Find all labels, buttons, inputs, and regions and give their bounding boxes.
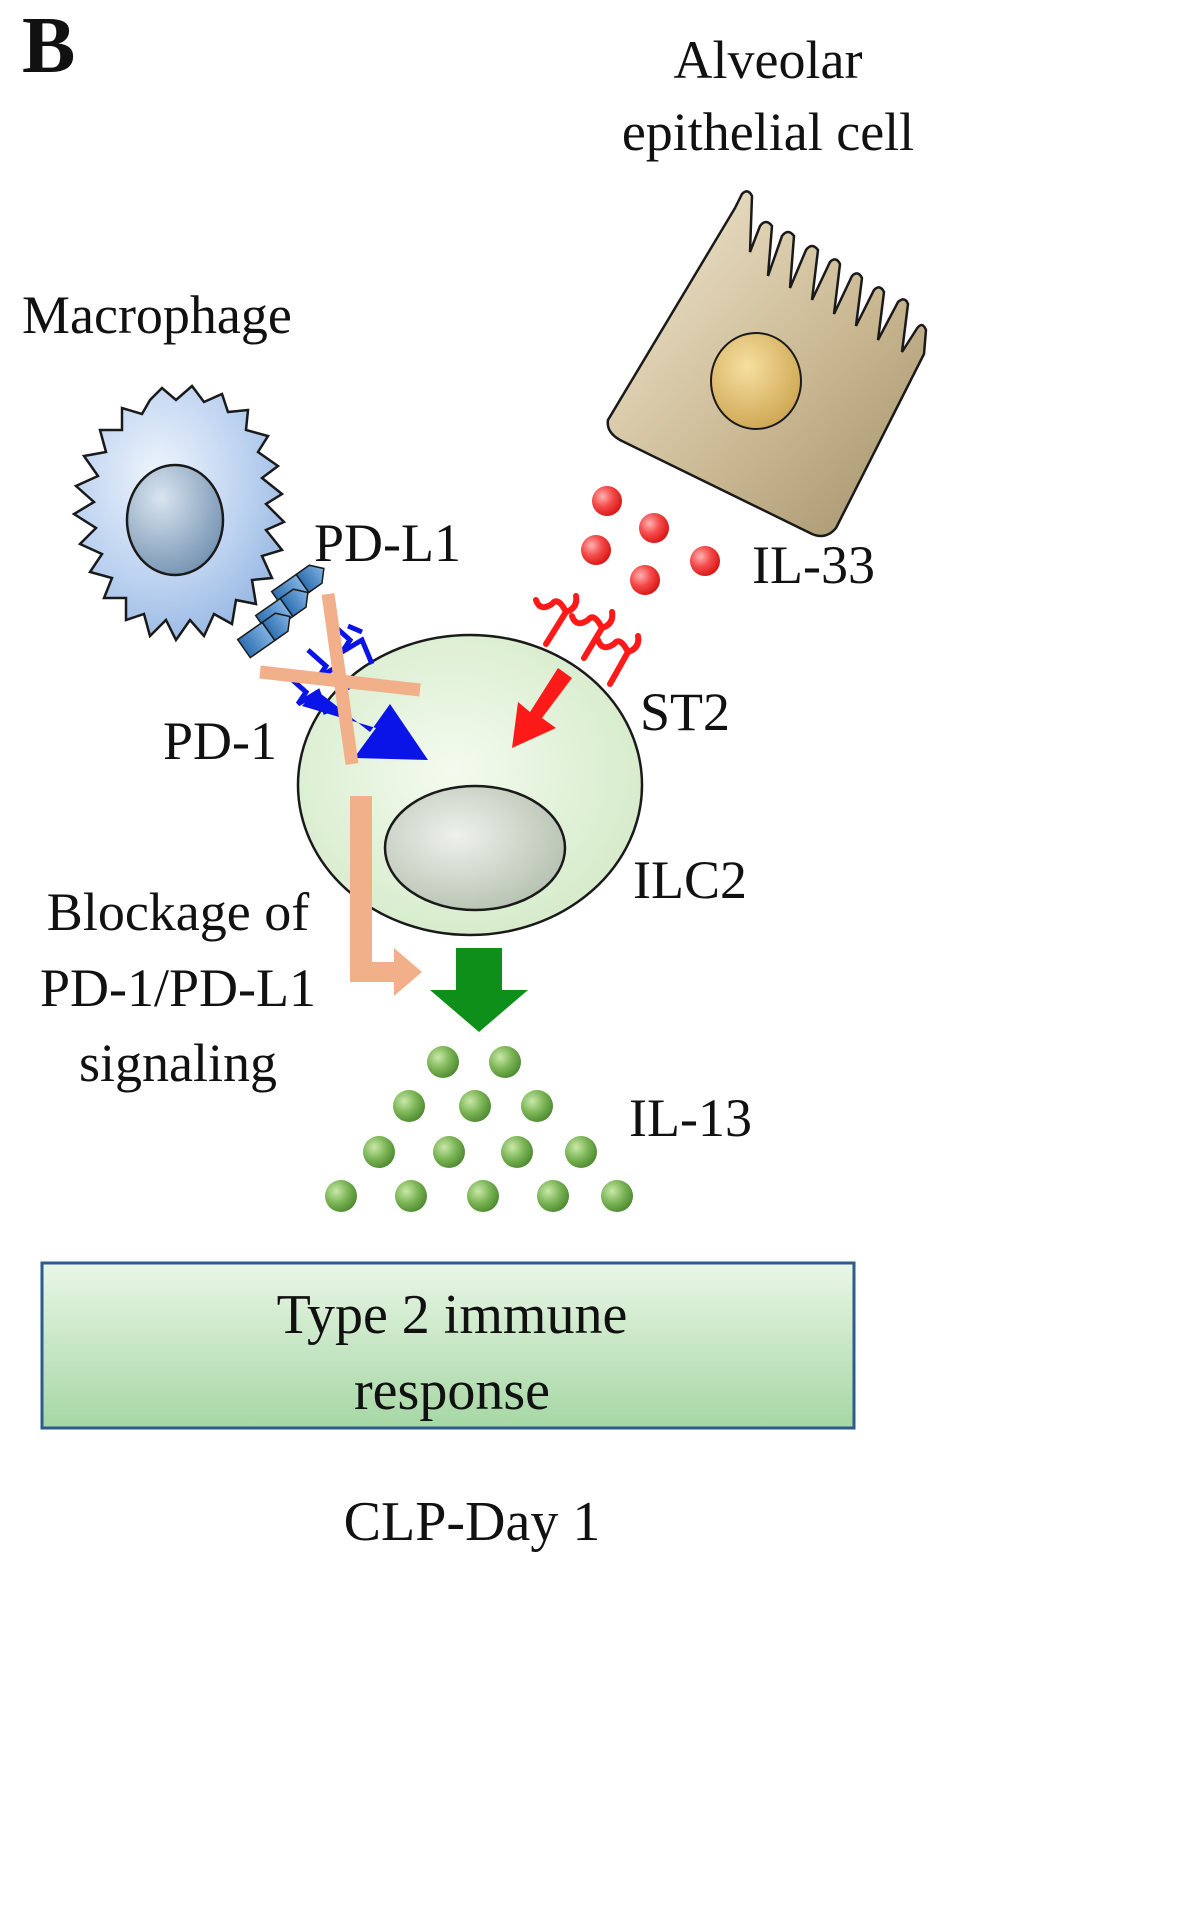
il-13-dot bbox=[565, 1136, 597, 1168]
blockage-cross-line bbox=[259, 665, 421, 697]
ilc2-nucleus bbox=[383, 784, 567, 912]
il-13-dot bbox=[601, 1180, 633, 1212]
st2-receptors bbox=[533, 593, 642, 687]
il-33-dot bbox=[581, 535, 611, 565]
pd-l1-label: PD-L1 bbox=[314, 513, 461, 573]
epithelial-nucleus bbox=[710, 332, 802, 430]
il-13-label: IL-13 bbox=[629, 1088, 752, 1148]
macrophage-cell bbox=[71, 384, 287, 643]
panel-letter: B bbox=[22, 2, 75, 90]
il-13-dot bbox=[467, 1180, 499, 1212]
pd-l1-ligands bbox=[236, 564, 325, 659]
blockage-arrow-shaft bbox=[350, 796, 422, 996]
il-13-dot bbox=[427, 1046, 459, 1078]
il-33-label: IL-33 bbox=[752, 535, 875, 595]
response-label-line2: response bbox=[354, 1360, 550, 1422]
ilc2-cell bbox=[296, 633, 644, 937]
il-33-dot bbox=[639, 513, 669, 543]
blockage-elbow-arrow bbox=[350, 796, 422, 996]
il-13-dot bbox=[537, 1180, 569, 1212]
pd-1-signal-arrow bbox=[302, 690, 428, 760]
blockage-cross bbox=[259, 593, 421, 765]
il-13-dot bbox=[489, 1046, 521, 1078]
il-33-dot bbox=[630, 565, 660, 595]
il-13-dot bbox=[395, 1180, 427, 1212]
macrophage-label: Macrophage bbox=[22, 285, 292, 345]
epithelial-cell-label-line1: Alveolar bbox=[674, 30, 863, 90]
blockage-label-line1: Blockage of bbox=[47, 882, 309, 942]
st2-receptor bbox=[533, 593, 580, 647]
il-13-dot bbox=[459, 1090, 491, 1122]
macrophage-nucleus bbox=[125, 463, 225, 577]
pd-l1-ligand bbox=[236, 612, 291, 659]
il-13-dot bbox=[325, 1180, 357, 1212]
il-13-dot bbox=[393, 1090, 425, 1122]
il-13-dot bbox=[501, 1136, 533, 1168]
il-13-dot bbox=[363, 1136, 395, 1168]
il-13-molecules bbox=[325, 1046, 633, 1212]
pd-1-label: PD-1 bbox=[163, 711, 277, 771]
blockage-label-line3: signaling bbox=[79, 1033, 277, 1093]
st2-label: ST2 bbox=[640, 682, 730, 742]
il-33-molecules bbox=[581, 486, 720, 595]
ilc2-label: ILC2 bbox=[633, 850, 747, 910]
blockage-label-line2: PD-1/PD-L1 bbox=[40, 958, 316, 1018]
epithelial-cell-label-line2: epithelial cell bbox=[622, 102, 914, 162]
il-13-dot bbox=[521, 1090, 553, 1122]
alveolar-epithelial-cell bbox=[606, 190, 928, 538]
response-label-line1: Type 2 immune bbox=[277, 1284, 628, 1346]
il-33-dot bbox=[592, 486, 622, 516]
clp-day-label: CLP-Day 1 bbox=[344, 1491, 601, 1553]
st2-signal-arrow bbox=[512, 668, 572, 748]
st2-receptor bbox=[569, 609, 616, 661]
il-33-dot bbox=[690, 546, 720, 576]
st2-receptor bbox=[595, 633, 642, 687]
type-2-response-box bbox=[40, 1261, 856, 1430]
il-13-dot bbox=[433, 1136, 465, 1168]
il-13-output-arrow bbox=[430, 948, 528, 1032]
